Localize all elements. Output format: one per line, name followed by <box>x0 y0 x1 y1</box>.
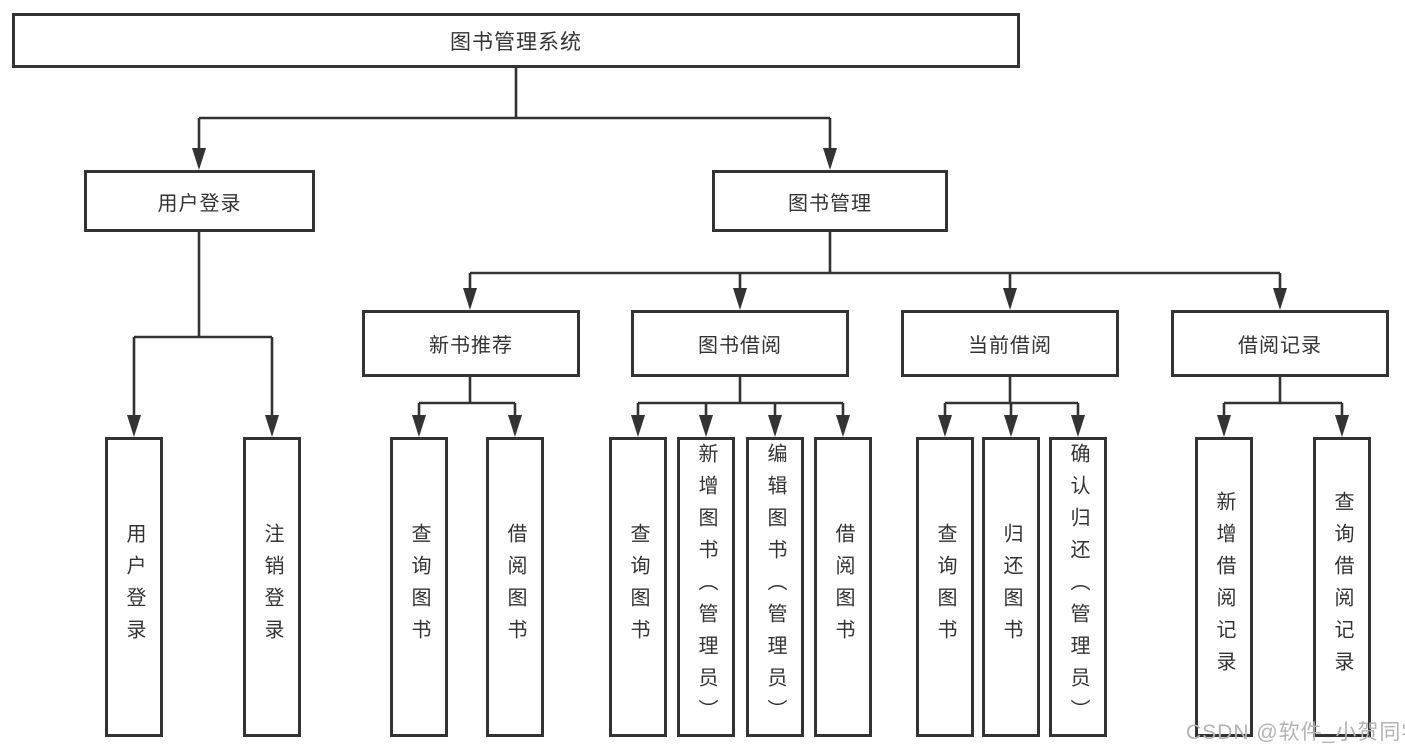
node-label: 借阅图书 <box>504 523 526 651</box>
connector-borrow-to-leaves <box>636 377 845 419</box>
node-label: 查询图书 <box>408 523 430 651</box>
arrow-down-icon <box>508 415 522 437</box>
node-label: 查询借阅记录 <box>1331 491 1353 683</box>
node-label: 新增图书（管理员） <box>695 443 717 731</box>
node-label: 归还图书 <box>1000 523 1022 651</box>
arrow-down-icon <box>1003 288 1017 310</box>
leaf-add-books-admin: 新增图书（管理员） <box>677 437 735 737</box>
node-book-borrow: 图书借阅 <box>631 310 849 377</box>
node-label: 图书管理 <box>788 192 872 215</box>
connector-newbook-to-leaves <box>417 377 517 419</box>
connector-records-to-leaves <box>1222 377 1344 419</box>
node-new-book-recommend: 新书推荐 <box>362 310 580 377</box>
arrow-down-icon <box>1071 415 1085 437</box>
node-label: 确认归还（管理员） <box>1067 443 1089 731</box>
arrow-down-icon <box>1217 415 1231 437</box>
connector-current-to-leaves <box>943 377 1080 419</box>
leaf-confirm-return-admin: 确认归还（管理员） <box>1049 437 1107 737</box>
arrow-down-icon <box>463 288 477 310</box>
arrow-down-icon <box>192 148 206 170</box>
arrow-down-icon <box>938 415 952 437</box>
node-label: 查询图书 <box>627 523 649 651</box>
node-current-borrow: 当前借阅 <box>901 310 1119 377</box>
arrow-down-icon <box>631 415 645 437</box>
node-label: 图书管理系统 <box>450 30 582 54</box>
leaf-query-books-borrow: 查询图书 <box>609 437 667 737</box>
node-label: 查询图书 <box>934 523 956 651</box>
node-root-system: 图书管理系统 <box>12 13 1020 68</box>
node-label: 用户登录 <box>157 192 242 215</box>
arrow-down-icon <box>1335 415 1349 437</box>
node-label: 当前借阅 <box>968 335 1052 357</box>
arrow-down-icon <box>1273 288 1287 310</box>
arrow-down-icon <box>412 415 426 437</box>
arrow-down-icon <box>127 415 141 437</box>
connector-bookmgmt-to-level3 <box>468 232 1282 292</box>
leaf-query-books-current: 查询图书 <box>916 437 974 737</box>
leaf-edit-books-admin: 编辑图书（管理员） <box>746 437 804 737</box>
node-borrow-records: 借阅记录 <box>1171 310 1389 377</box>
node-label: 注销登录 <box>261 523 283 651</box>
node-label: 编辑图书（管理员） <box>764 443 786 731</box>
node-book-management: 图书管理 <box>712 170 948 232</box>
arrow-down-icon <box>265 415 279 437</box>
leaf-return-books: 归还图书 <box>982 437 1040 737</box>
node-label: 用户登录 <box>123 523 145 651</box>
arrowheads <box>127 148 1349 437</box>
arrow-down-icon <box>1004 415 1018 437</box>
leaf-query-books-recommend: 查询图书 <box>390 437 448 737</box>
node-label: 新书推荐 <box>429 335 513 357</box>
leaf-borrow-books-recommend: 借阅图书 <box>486 437 544 737</box>
node-label: 新增借阅记录 <box>1213 491 1235 683</box>
arrow-down-icon <box>836 415 850 437</box>
arrow-down-icon <box>768 415 782 437</box>
leaf-query-borrow-record: 查询借阅记录 <box>1313 437 1371 737</box>
connector-userlogin-to-leaves <box>132 232 274 419</box>
node-label: 图书借阅 <box>698 335 782 357</box>
node-label: 借阅记录 <box>1238 335 1322 357</box>
node-label: 借阅图书 <box>832 523 854 651</box>
connector-root-to-level2 <box>197 68 832 152</box>
leaf-borrow-books: 借阅图书 <box>814 437 872 737</box>
arrow-down-icon <box>823 148 837 170</box>
csdn-watermark: CSDN @软件_小贺同学 <box>1186 721 1405 744</box>
leaf-logout: 注销登录 <box>243 437 301 737</box>
leaf-add-borrow-record: 新增借阅记录 <box>1195 437 1253 737</box>
arrow-down-icon <box>699 415 713 437</box>
leaf-user-login: 用户登录 <box>105 437 163 737</box>
node-user-login: 用户登录 <box>84 170 315 232</box>
arrow-down-icon <box>733 288 747 310</box>
